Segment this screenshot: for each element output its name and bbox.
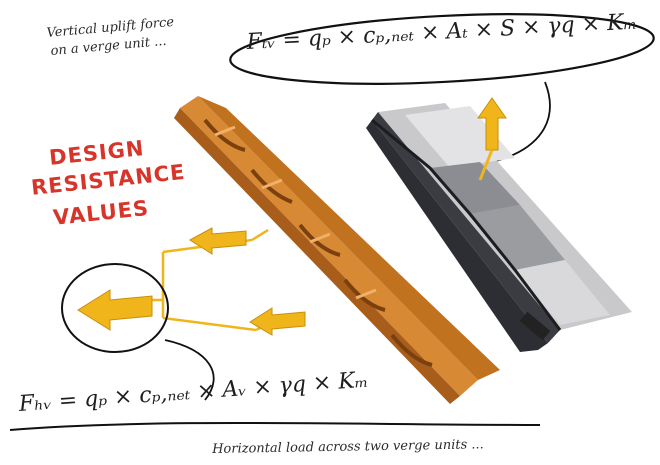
uplift-arrow — [477, 97, 507, 181]
bottom-connector-line — [164, 339, 215, 401]
horizontal-arrows — [77, 227, 306, 336]
bottom-formula-underline — [9, 421, 541, 431]
orange-verge-units — [174, 96, 500, 404]
resultant-circle — [61, 263, 169, 353]
top-formula-ellipse — [229, 13, 655, 85]
dark-verge-units — [366, 103, 632, 352]
